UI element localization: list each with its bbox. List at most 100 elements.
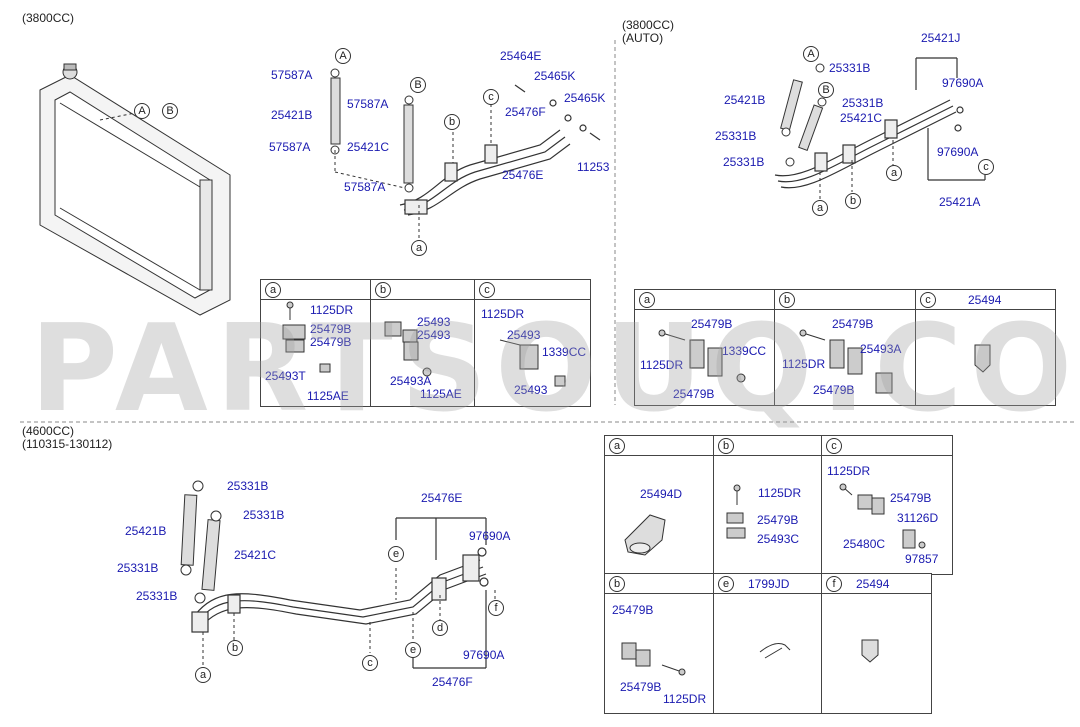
callout-c-top-left: c: [483, 89, 499, 105]
part-97690A-tr-1[interactable]: 97690A: [942, 76, 984, 90]
detail-box-4600cc-top: a b c: [604, 435, 953, 575]
part-25421C-top-left[interactable]: 25421C: [347, 140, 390, 154]
part-25465K-1[interactable]: 25465K: [534, 69, 576, 83]
part-25421C-bottom[interactable]: 25421C: [234, 548, 277, 562]
callout-b-bottom: b: [227, 640, 243, 656]
detail3-letter-e: e: [718, 576, 734, 592]
callout-f-bottom: f: [488, 600, 504, 616]
part-25331B-tr-4[interactable]: 25331B: [723, 155, 765, 169]
section-subtitle-date-range: (110315-130112): [22, 437, 113, 451]
box2-b-25479B-2[interactable]: 25479B: [813, 383, 855, 397]
box3-c-31126D[interactable]: 31126D: [897, 511, 939, 525]
part-11253[interactable]: 11253: [577, 160, 610, 174]
callout-b-top-right: b: [845, 193, 861, 209]
detail2-cell-a: a: [635, 290, 775, 405]
part-25464E[interactable]: 25464E: [500, 49, 542, 63]
box2-a-25479B-1[interactable]: 25479B: [691, 317, 733, 331]
cooler-assembly-top-right: [780, 63, 827, 167]
detail3-letter-c: c: [826, 438, 842, 454]
cooler-assembly-bottom: [180, 480, 222, 604]
box3-b2-1125DR[interactable]: 1125DR: [663, 692, 707, 706]
hose-set-top-right: [774, 57, 986, 189]
detail3-e-1799JD[interactable]: 1799JD: [748, 577, 790, 591]
box2-b-25493A[interactable]: 25493A: [860, 342, 902, 356]
detail2-c-25494[interactable]: 25494: [968, 293, 1002, 307]
callout-a-top-right-2: a: [886, 165, 902, 181]
box1-b-25493-1[interactable]: 25493: [417, 315, 451, 329]
box3-b-1125DR[interactable]: 1125DR: [758, 486, 802, 500]
section-subtitle-auto: (AUTO): [622, 31, 664, 45]
box3-b2-25479B-2[interactable]: 25479B: [620, 680, 662, 694]
part-97690A-b-2[interactable]: 97690A: [463, 648, 505, 662]
part-25331B-tr-3[interactable]: 25331B: [715, 129, 757, 143]
part-97690A-b-1[interactable]: 97690A: [469, 529, 511, 543]
box2-a-25479B-2[interactable]: 25479B: [673, 387, 715, 401]
box1-a-25493T[interactable]: 25493T: [265, 369, 306, 383]
detail3-letter-f: f: [826, 576, 842, 592]
box1-a-25479B-1[interactable]: 25479B: [310, 322, 352, 336]
part-57587A-2[interactable]: 57587A: [347, 97, 389, 111]
part-57587A-3[interactable]: 57587A: [269, 140, 311, 154]
part-25476F-bottom[interactable]: 25476F: [432, 675, 473, 689]
box3-c-97857[interactable]: 97857: [905, 552, 939, 566]
detail-letter-c: c: [479, 282, 495, 298]
part-25331B-b-4[interactable]: 25331B: [136, 589, 178, 603]
part-25421B-bottom[interactable]: 25421B: [125, 524, 167, 538]
cooler-25421c: [403, 104, 414, 184]
detail3-f-25494[interactable]: 25494: [856, 577, 890, 591]
callout-A-radiator: A: [134, 103, 150, 119]
box3-c-25480C[interactable]: 25480C: [843, 537, 886, 551]
box3-b-25479B[interactable]: 25479B: [757, 513, 799, 527]
box2-a-1339CC[interactable]: 1339CC: [722, 344, 767, 358]
part-57587A-4[interactable]: 57587A: [344, 180, 386, 194]
part-25421B-top-left[interactable]: 25421B: [271, 108, 313, 122]
box1-b-25493-2[interactable]: 25493: [417, 328, 451, 342]
callout-e-bottom-1: e: [388, 546, 404, 562]
box2-b-25479B-1[interactable]: 25479B: [832, 317, 874, 331]
callout-a-top-right: a: [812, 200, 828, 216]
box1-a-25479B-2[interactable]: 25479B: [310, 335, 352, 349]
detail2-letter-b: b: [779, 292, 795, 308]
box3-b-25493C[interactable]: 25493C: [757, 532, 800, 546]
part-57587A-1[interactable]: 57587A: [271, 68, 313, 82]
part-25331B-b-1[interactable]: 25331B: [227, 479, 269, 493]
detail2-letter-a: a: [639, 292, 655, 308]
hose-set-top-left: [399, 84, 601, 216]
box2-b-1125DR[interactable]: 1125DR: [782, 357, 826, 371]
part-25476E-bottom[interactable]: 25476E: [421, 491, 463, 505]
part-25465K-2[interactable]: 25465K: [564, 91, 606, 105]
box3-a-25494D[interactable]: 25494D: [640, 487, 683, 501]
part-25421A[interactable]: 25421A: [939, 195, 981, 209]
cooler-25421b: [330, 77, 341, 145]
box1-c-25493-1[interactable]: 25493: [507, 328, 541, 342]
part-25331B-tr-1[interactable]: 25331B: [829, 61, 871, 75]
part-25421B-tr[interactable]: 25421B: [724, 93, 766, 107]
part-25331B-tr-2[interactable]: 25331B: [842, 96, 884, 110]
box1-c-1125DR[interactable]: 1125DR: [481, 307, 525, 321]
callout-B-radiator: B: [162, 103, 178, 119]
part-25421J[interactable]: 25421J: [921, 31, 961, 45]
box3-b2-25479B-1[interactable]: 25479B: [612, 603, 654, 617]
part-97690A-tr-2[interactable]: 97690A: [937, 145, 979, 159]
box3-c-1125DR[interactable]: 1125DR: [827, 464, 871, 478]
section-title-3800cc: (3800CC): [22, 11, 75, 25]
part-25476E-top-left[interactable]: 25476E: [502, 168, 544, 182]
detail3-letter-a: a: [609, 438, 625, 454]
box1-c-25493-2[interactable]: 25493: [514, 383, 548, 397]
detail-letter-a: a: [265, 282, 281, 298]
box2-a-1125DR[interactable]: 1125DR: [640, 358, 684, 372]
box3-c-25479B[interactable]: 25479B: [890, 491, 932, 505]
box1-c-1339CC[interactable]: 1339CC: [542, 345, 587, 359]
part-25331B-b-3[interactable]: 25331B: [117, 561, 159, 575]
box1-b-25493A[interactable]: 25493A: [390, 374, 432, 388]
box1-a-1125AE[interactable]: 1125AE: [307, 389, 349, 403]
part-25421C-tr[interactable]: 25421C: [840, 111, 883, 125]
box1-b-1125AE[interactable]: 1125AE: [420, 387, 462, 401]
part-25476F-top-left[interactable]: 25476F: [505, 105, 546, 119]
detail3-cell-c: c: [822, 436, 952, 574]
callout-d-bottom: d: [432, 620, 448, 636]
box1-a-1125DR[interactable]: 1125DR: [310, 303, 354, 317]
part-25331B-b-2[interactable]: 25331B: [243, 508, 285, 522]
detail3-cell-e: e 1799JD: [714, 574, 822, 713]
